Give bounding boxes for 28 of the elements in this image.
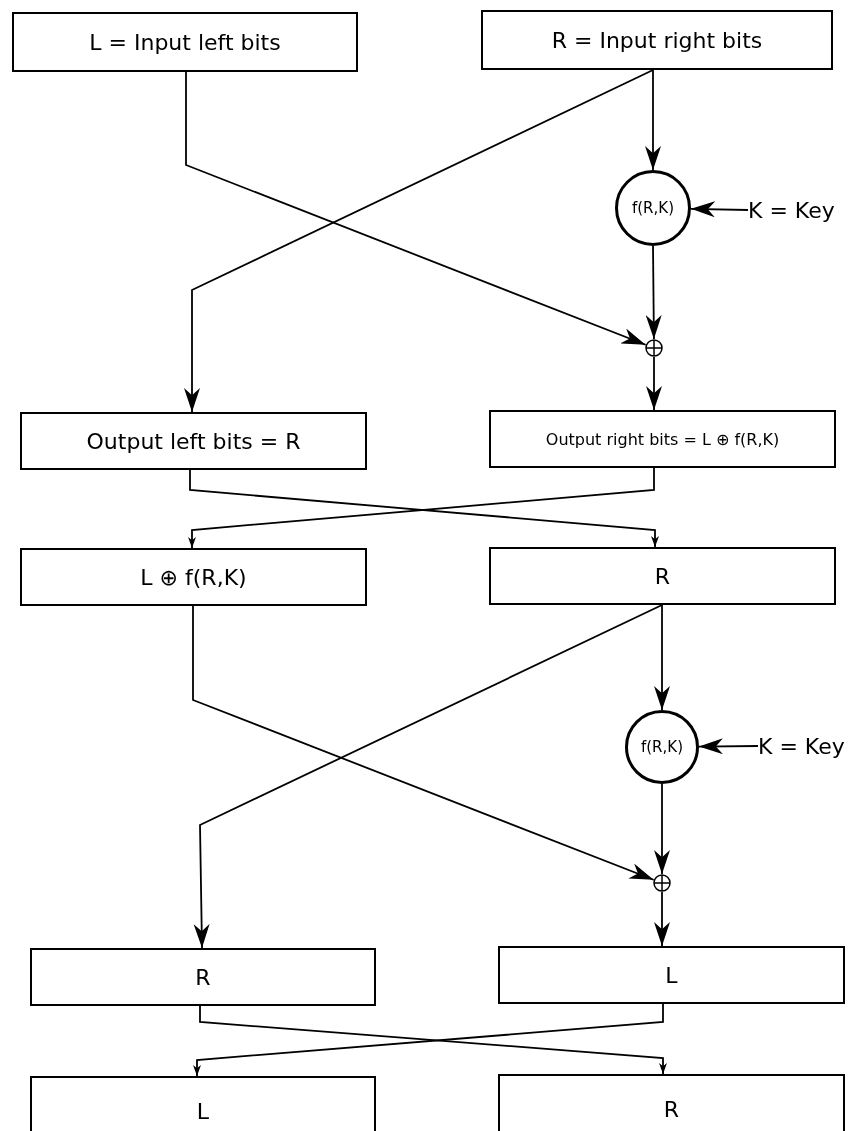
key-label: K = Key [758,731,865,761]
process-box: R [498,1074,845,1131]
process-box: L ⊕ f(R,K) [20,548,367,606]
arrow [193,604,663,949]
arrow [654,604,670,711]
arrow [698,738,759,755]
process-box: R [30,948,376,1006]
key-label: K = Key [748,195,860,225]
process-box: Output right bits = L ⊕ f(R,K) [489,410,836,468]
arrow [690,201,749,218]
function-circle: f(R,K) [625,710,699,784]
process-box: Output left bits = R [20,412,367,470]
process-box: R = Input right bits [481,10,833,70]
xor-symbol [645,339,663,357]
arrow [654,783,670,875]
process-box: L [498,946,845,1004]
arrow [646,356,662,411]
arrow [184,69,654,413]
arrow [645,245,662,340]
arrow [654,891,670,947]
arrow [185,71,647,346]
process-box: L [30,1076,376,1131]
xor-symbol [653,874,671,892]
arrow [645,69,661,171]
function-circle: f(R,K) [615,170,691,246]
process-box: L = Input left bits [12,12,358,72]
process-box: R [489,547,836,605]
arrow [192,605,655,881]
